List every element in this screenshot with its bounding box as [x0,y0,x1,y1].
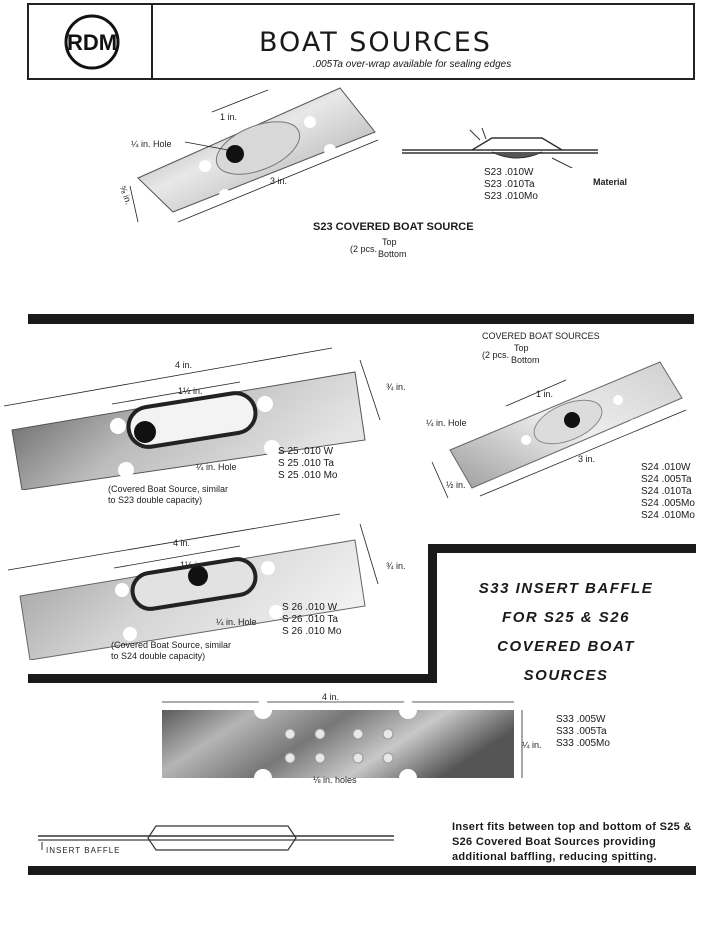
s33-spec-3: S33 .005Mo [556,738,610,749]
s26-spec-2: S 26 .010 Ta [282,614,338,625]
s33-holes-label: ⅛ in. holes [313,775,357,785]
s24-width-label: ½ in. [446,480,466,490]
s33-hole [284,728,296,740]
s24-length-bottom: 3 in. [578,454,596,464]
s25-width-label: ¾ in. [386,382,406,392]
s23-boat-diagram [129,87,379,223]
s25-spec-2: S 25 .010 Ta [278,458,334,469]
s24-boat-diagram [431,361,687,499]
s24-heading: COVERED BOAT SOURCES [482,331,600,341]
s23-spec-list: S23 .010W S23 .010Ta S23 .010Mo [484,167,538,203]
s23-hole [226,145,244,163]
s25-hole [134,421,156,443]
s26-inner-label: 1½ in. [180,560,205,570]
header-box: RDM BOAT SOURCES .005Ta over-wrap availa… [27,3,695,80]
s25-dimple [126,391,258,449]
s33-divider-vertical [428,544,437,683]
s33-spec-list: S33 .005W S33 .005Ta S33 .005Mo [556,714,610,750]
s23-spec-3: S23 .010Mo [484,191,538,202]
s26-note-line-2: to S24 double capacity) [111,651,206,661]
logo-cell: RDM [29,5,153,78]
s24-hole [564,412,580,428]
s26-note-line-1: (Covered Boat Source, similar [111,640,232,650]
s25-note: (Covered Boat Source, similar to S23 dou… [108,484,228,506]
s23-pcs-bottom: Bottom [378,249,407,259]
s25-length-label: 4 in. [175,360,193,370]
s24-spec-5: S24 .010Mo [641,510,695,521]
s26-spec-3: S 26 .010 Mo [282,626,342,637]
s25-note-line-2: to S23 double capacity) [108,495,203,505]
section-divider-top [28,314,694,324]
page-title: BOAT SOURCES [259,27,492,58]
s23-spec-1: S23 .010W [484,167,534,178]
s33-spec-1: S33 .005W [556,714,606,725]
s25-spec-3: S 25 .010 Mo [278,470,338,481]
s33-length-label: 4 in. [322,692,340,702]
s33-title: S33 INSERT BAFFLE FOR S25 & S26 COVERED … [450,574,682,690]
s33-title-line-4: SOURCES [523,667,609,684]
s25-hole-label: ¼ in. Hole [196,462,237,472]
s24-pcs-bottom: Bottom [511,355,540,365]
s26-length-label: 4 in. [173,538,191,548]
s24-spec-list: S24 .010W S24 .005Ta S24 .010Ta S24 .005… [641,462,695,522]
s23-cross-section-diagram [402,128,598,168]
s26-hole-label: ¼ in. Hole [216,617,257,627]
insert-baffle-cross-section [38,825,394,851]
insert-baffle-label: INSERT BAFFLE [46,846,121,855]
s23-hole-label: ¼ in. Hole [131,139,172,149]
s24-spec-3: S24 .010Ta [641,486,692,497]
s25-inner-label: 1½ in. [178,386,203,396]
s23-length-bottom: 3 in. [270,176,288,186]
s26-boat-diagram [7,513,379,660]
s23-material-label: Material [593,177,628,187]
s23-spec-2: S23 .010Ta [484,179,535,190]
section-divider-bottom [28,866,696,875]
s26-hole [188,566,208,586]
s33-spec-2: S33 .005Ta [556,726,607,737]
s33-plate [162,710,514,778]
s25-spec-1: S 25 .010 W [278,446,334,457]
s33-divider-top [428,544,696,553]
s24-pcs-prefix: (2 pcs. [482,350,510,360]
s33-title-line-1: S33 INSERT BAFFLE [478,580,654,597]
s26-spec-1: S 26 .010 W [282,602,338,613]
s24-spec-4: S24 .005Mo [641,498,695,509]
s23-length-top: 1 in. [220,112,238,122]
s25-boat-diagram [3,347,381,490]
s33-baffle-diagram [162,701,523,785]
s26-width-label: ¾ in. [386,561,406,571]
rdm-logo: RDM [64,14,120,70]
logo-letters: RDM [67,30,117,55]
s23-caption: S23 COVERED BOAT SOURCE [313,221,474,233]
s25-spec-list: S 25 .010 W S 25 .010 Ta S 25 .010 Mo [278,446,337,482]
s23-pcs-prefix: (2 pcs. [350,244,378,254]
s26-note: (Covered Boat Source, similar to S24 dou… [111,640,231,662]
s33-width-label: ¼ in. [522,740,542,750]
page-subtitle: .005Ta over-wrap available for sealing e… [312,59,512,70]
s24-pcs-top: Top [514,343,529,353]
s33-title-line-3: COVERED BOAT [497,638,635,655]
s24-hole-label: ¼ in. Hole [426,418,467,428]
s25-note-line-1: (Covered Boat Source, similar [108,484,229,494]
s33-title-line-2: FOR S25 & S26 [502,609,630,626]
s26-spec-list: S 26 .010 W S 26 .010 Ta S 26 .010 Mo [282,602,341,638]
s33-divider-bottom [28,674,437,683]
s24-spec-1: S24 .010W [641,462,691,473]
s23-pcs-top: Top [382,237,397,247]
s24-length-top: 1 in. [536,389,554,399]
s24-spec-2: S24 .005Ta [641,474,692,485]
insert-description: Insert fits between top and bottom of S2… [452,821,692,863]
